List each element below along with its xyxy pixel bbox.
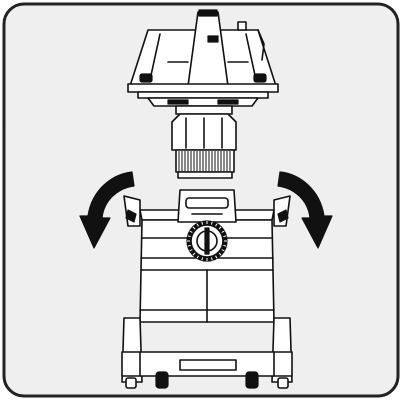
trolley	[121, 317, 293, 389]
carry-handle	[177, 189, 237, 223]
rotate-arrow-right	[277, 171, 333, 249]
latch-left	[123, 195, 141, 227]
filter-cartridge	[171, 105, 237, 179]
drum	[123, 189, 291, 323]
rotate-arrow-left	[79, 171, 135, 249]
latch-right	[273, 195, 291, 227]
motor-head	[127, 9, 279, 107]
dial	[186, 220, 228, 262]
